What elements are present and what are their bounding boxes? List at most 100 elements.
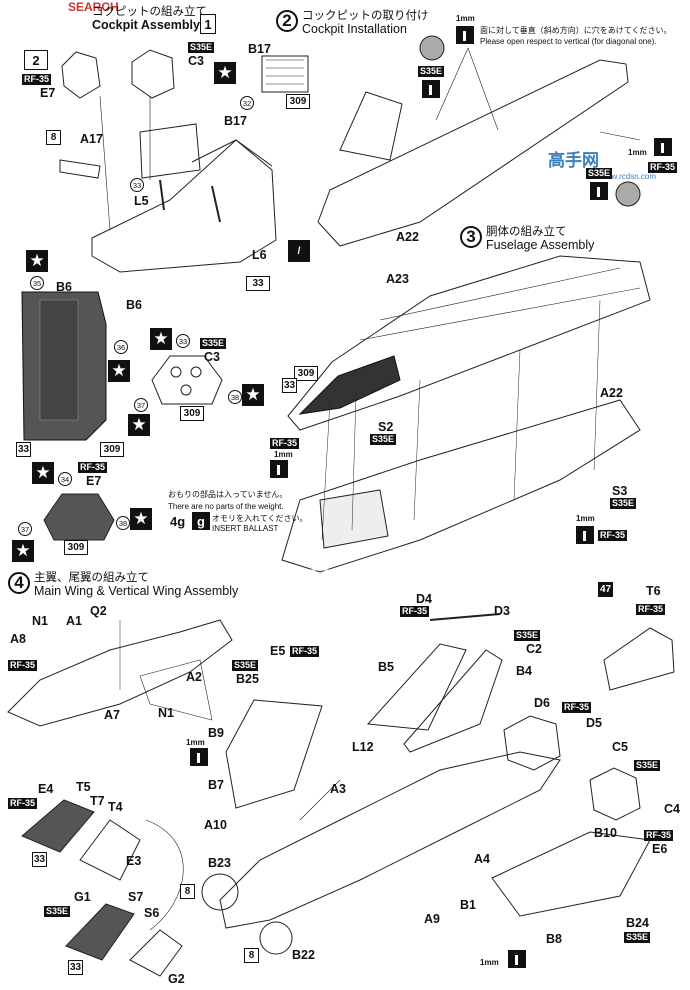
ballast-note-jp2: オモリを入れてください。: [212, 514, 308, 523]
part-label-b17-top: B17: [248, 42, 271, 56]
variant-tag-rf35-step3: RF-35: [270, 438, 300, 449]
variant-tag-rf35-e7: RF-35: [22, 74, 52, 85]
drill-size-right: 1mm: [628, 148, 647, 157]
part-label-e7: E7: [86, 474, 102, 488]
tail-t6-shape: [603, 627, 675, 691]
paint-309-a23: 309: [294, 366, 318, 381]
fuselage-step4-left-shape: [7, 619, 233, 727]
part-e7-shape: [61, 51, 101, 99]
ballast-note-en: There are no parts of the weight.: [168, 502, 284, 511]
fuselage-half-step2-shape: [317, 59, 629, 247]
vertical-wing-b5-shape: [366, 643, 467, 731]
drill-size-b9: 1mm: [186, 738, 205, 747]
part-label-a4: A4: [474, 852, 490, 866]
paint-38-c3: 38: [228, 390, 242, 404]
variant-tag-rf35-e7-b: RF-35: [78, 462, 108, 473]
part-label-b1: B1: [460, 898, 476, 912]
variant-tag-s35e-c2: S35E: [514, 630, 541, 641]
star-icon-b6-side: ★: [108, 360, 130, 382]
paint-309-e7: 309: [64, 540, 88, 555]
step-4-en: Main Wing & Vertical Wing Assembly: [34, 584, 239, 598]
variant-tag-rf35-d4: RF-35: [400, 606, 430, 617]
drill-icon-step3-right: [576, 526, 594, 544]
part-label-b4: B4: [516, 664, 532, 678]
part-label-g1: G1: [74, 890, 91, 904]
variant-tag-s35e-c5: S35E: [634, 760, 661, 771]
part-label-d6: D6: [534, 696, 550, 710]
step-4-number: 4: [8, 572, 30, 594]
part-label-e6: E6: [652, 842, 668, 856]
variant-tag-rf35-a8: RF-35: [8, 660, 38, 671]
part-label-a17: A17: [80, 132, 103, 146]
cockpit-installed-shape: [339, 91, 403, 161]
drill-note-en: Please open respect to vertical (for dia…: [480, 37, 657, 46]
watermark-url: www.rcdsn.com: [600, 172, 657, 181]
part-label-l6: L6: [252, 248, 267, 262]
lower-fuselage-a22-shape: [281, 399, 641, 573]
drill-icon-step3: [270, 460, 288, 478]
part-e7-instrument-shape: [43, 493, 115, 541]
upper-fuselage-a23-shape: [287, 255, 651, 431]
step-3-en: Fuselage Assembly: [486, 238, 595, 252]
paint-8-b23: 8: [180, 884, 195, 899]
part-label-a7: A7: [104, 708, 120, 722]
paint-33-l6: 33: [246, 276, 270, 291]
paint-33-a23: 33: [282, 378, 297, 393]
part-label-t7: T7: [90, 794, 105, 808]
drill-size-b8: 1mm: [480, 958, 499, 967]
paint-37-c3: 37: [134, 398, 148, 412]
part-c3-shape: [131, 49, 175, 99]
star-icon-e7-left: ★: [12, 540, 34, 562]
part-g2-shape: [129, 929, 183, 977]
step-4-jp: 主翼、尾翼の組み立て: [34, 572, 149, 584]
drill-icon-right: [654, 138, 672, 156]
drill-icon-b8: [508, 950, 526, 968]
part-g1-shape: [65, 903, 135, 961]
part-c3-instrument-shape: [151, 355, 223, 405]
part-b17-panel-shape: [261, 55, 309, 93]
part-label-a9: A9: [424, 912, 440, 926]
variant-tag-s35e-c3: S35E: [200, 338, 227, 349]
part-label-c3-top: C3: [188, 54, 204, 68]
part-label-e7-top: E7: [40, 86, 56, 100]
part-label-d4: D4: [416, 592, 432, 606]
part-label-g2: G2: [168, 972, 185, 986]
paint-38-e7: 38: [116, 516, 130, 530]
paint-309-b6: 309: [100, 442, 124, 457]
part-label-s2: S2: [378, 420, 394, 434]
part-label-b5: B5: [378, 660, 394, 674]
paint-309-c3: 309: [180, 406, 204, 421]
paint-32-b17: 32: [240, 96, 254, 110]
variant-tag-rf35-d5: RF-35: [562, 702, 592, 713]
part-label-b17: B17: [224, 114, 247, 128]
part-label-b25: B25: [236, 672, 259, 686]
variant-tag-s35e-s2: S35E: [370, 434, 397, 445]
paint-36-b6: 36: [114, 340, 128, 354]
part-label-c2: C2: [526, 642, 542, 656]
ballast-note-en2: INSERT BALLAST: [212, 524, 279, 533]
wing-b8-shape: [491, 831, 651, 917]
part-label-e3: E3: [126, 854, 142, 868]
part-label-b6: B6: [56, 280, 72, 294]
part-label-b6-lower: B6: [126, 298, 142, 312]
part-label-l5: L5: [134, 194, 149, 208]
paint-33-e4: 33: [32, 852, 47, 867]
part-label-s6: S6: [144, 906, 160, 920]
part-label-a23: A23: [386, 272, 409, 286]
watermark-brand-top: SEARCH: [68, 0, 119, 14]
star-icon-e7-right: ★: [130, 508, 152, 530]
paint-34-e7: 34: [58, 472, 72, 486]
part-label-a3: A3: [330, 782, 346, 796]
part-label-e4: E4: [38, 782, 54, 796]
drill-size-step3-right: 1mm: [576, 514, 595, 523]
variant-tag-rf35-e6: RF-35: [644, 830, 674, 841]
vertical-wing-b4-shape: [403, 649, 503, 753]
part-label-b8: B8: [546, 932, 562, 946]
ballast-note-jp: おもりの部品は入っていません。: [168, 490, 288, 499]
part-label-b22: B22: [292, 948, 315, 962]
variant-tag-rf35-step2: RF-35: [648, 162, 678, 173]
ballast-g-icon: g: [192, 512, 210, 530]
